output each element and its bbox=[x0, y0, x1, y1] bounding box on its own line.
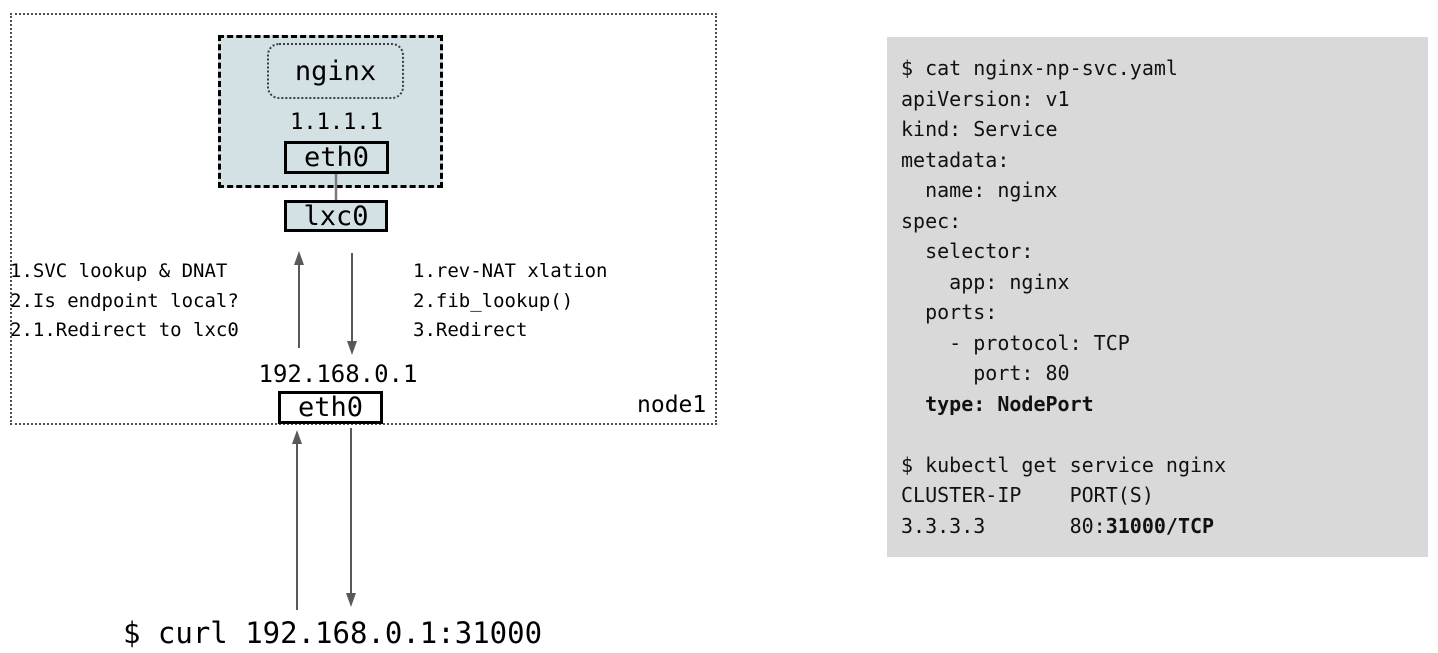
curl-command: $ curl 192.168.0.1:31000 bbox=[123, 616, 543, 650]
node1-boundary-box bbox=[10, 13, 717, 425]
terminal-line: ports: bbox=[901, 300, 998, 324]
step-item: 2.fib_lookup() bbox=[413, 289, 574, 312]
terminal-line: 3.3.3.3 80:31000/TCP bbox=[901, 513, 1215, 538]
terminal-line: $ kubectl get service nginx bbox=[901, 452, 1227, 477]
terminal-panel: $ cat nginx-np-svc.yaml apiVersion: v1 kin… bbox=[887, 37, 1428, 557]
step-item: 3.Redirect bbox=[413, 319, 528, 341]
terminal-line: CLUSTER-IP PORT(S) bbox=[901, 483, 1154, 507]
pod-ip-label: 1.1.1.1 bbox=[290, 110, 383, 135]
step-item: 2.Is endpoint local? bbox=[10, 289, 239, 312]
egress-steps: 1.rev-NAT xlation 2.fib_lookup() 3.Redirec… bbox=[413, 257, 607, 346]
egress-arrow-node bbox=[346, 428, 356, 607]
step-item: 1.rev-NAT xlation bbox=[413, 260, 608, 282]
step-item: 2.1.Redirect to lxc0 bbox=[10, 319, 239, 341]
terminal-line: - protocol: TCP bbox=[901, 330, 1130, 355]
node-eth0-label: eth0 bbox=[297, 392, 364, 423]
terminal-line: type: NodePort bbox=[925, 391, 1094, 416]
node1-label: node1 bbox=[637, 392, 707, 418]
terminal-line bbox=[901, 419, 1418, 450]
terminal-line: apiVersion: v1 bbox=[901, 86, 1070, 111]
nginx-container-box: nginx bbox=[267, 43, 404, 99]
terminal-line: app: nginx bbox=[901, 269, 1070, 294]
lxc0-box: lxc0 bbox=[284, 200, 388, 232]
node-ip-label: 192.168.0.1 bbox=[258, 360, 418, 388]
pod-eth0-label: eth0 bbox=[303, 142, 370, 173]
terminal-line: name: nginx bbox=[901, 178, 1058, 202]
terminal-line: port: 80 bbox=[901, 361, 1070, 385]
terminal-line: $ cat nginx-np-svc.yaml bbox=[901, 56, 1178, 80]
terminal-line: kind: Service bbox=[901, 117, 1058, 141]
nginx-container-label: nginx bbox=[294, 55, 377, 87]
ingress-steps: 1.SVC lookup & DNAT 2.Is endpoint local? 2… bbox=[10, 257, 239, 346]
pod-eth0-box: eth0 bbox=[284, 141, 389, 174]
terminal-line: selector: bbox=[901, 239, 1034, 263]
lxc0-label: lxc0 bbox=[303, 200, 369, 232]
terminal-line: metadata: bbox=[901, 147, 1010, 172]
ingress-arrow-node bbox=[292, 430, 302, 610]
node-eth0-box: eth0 bbox=[278, 391, 383, 424]
step-item: 1.SVC lookup & DNAT bbox=[10, 260, 228, 282]
terminal-line: spec: bbox=[901, 208, 962, 233]
